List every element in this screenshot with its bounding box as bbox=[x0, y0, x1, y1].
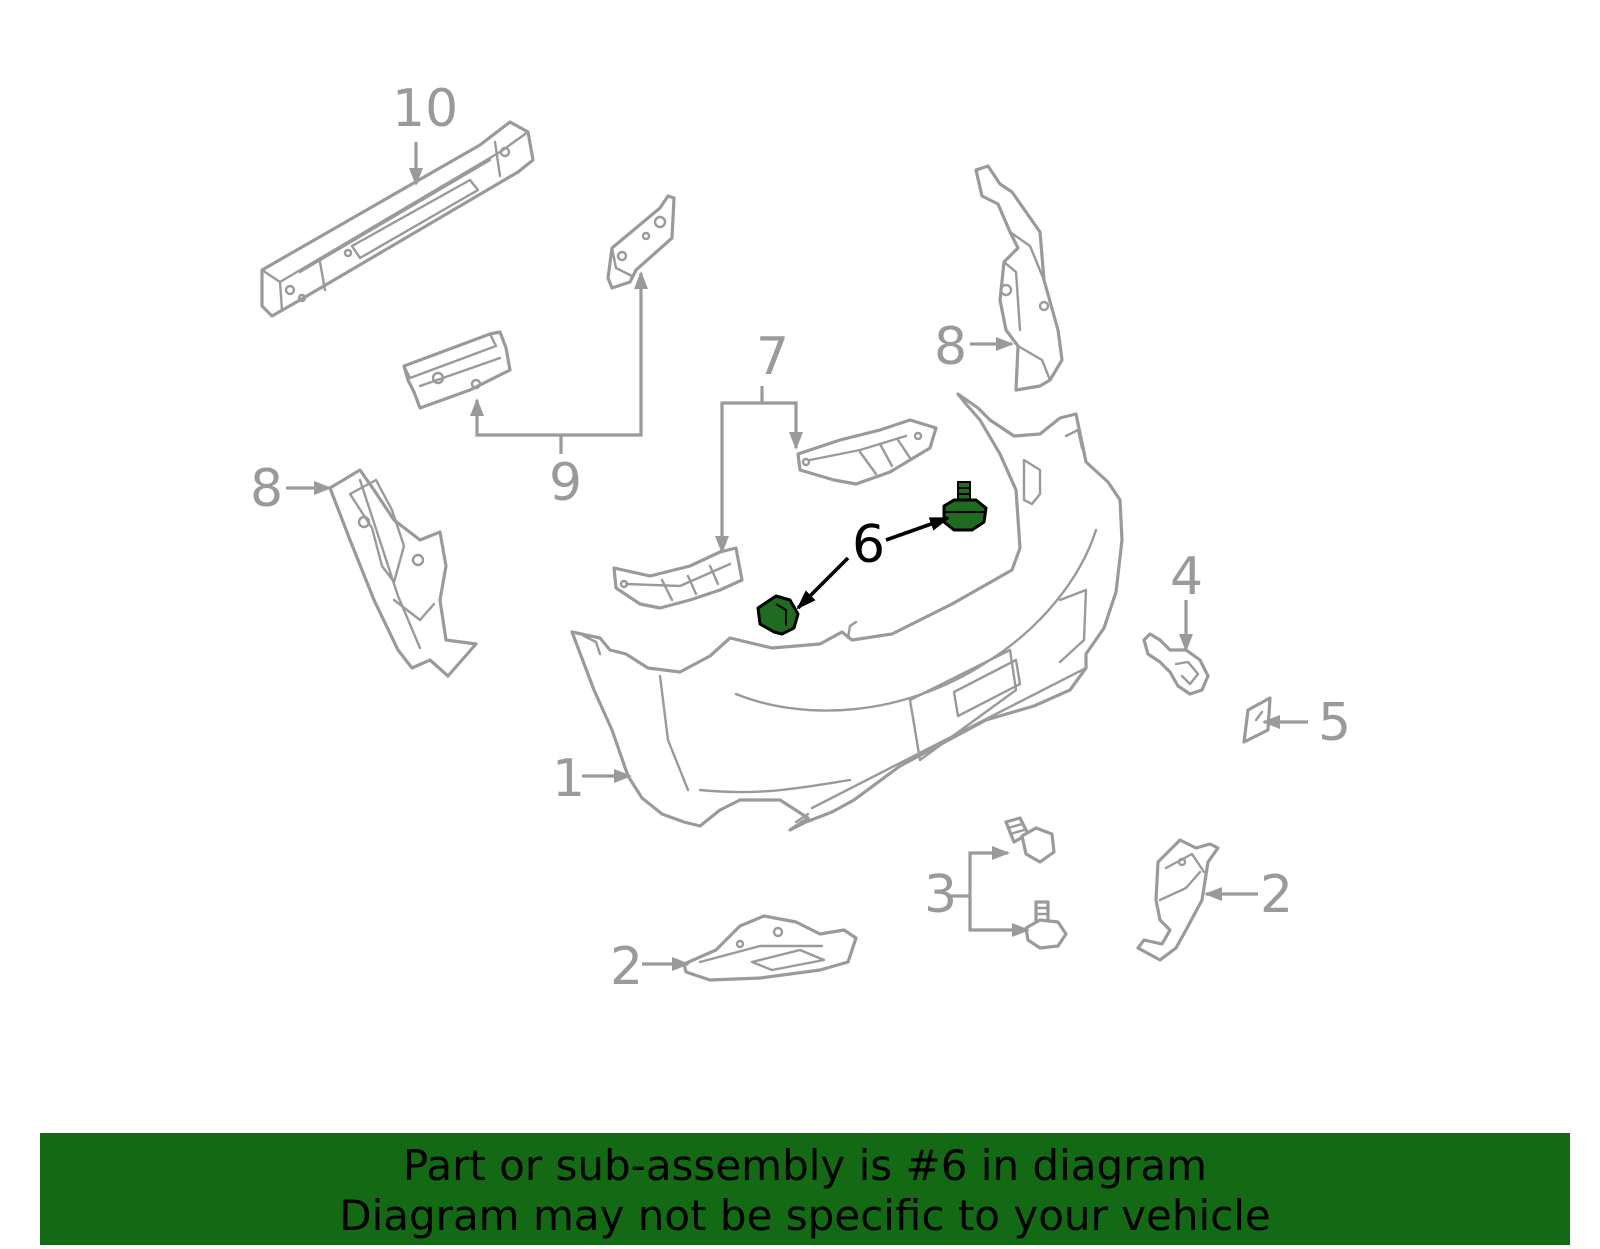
callout-1: 1 bbox=[552, 749, 585, 809]
bolt-part-highlighted bbox=[942, 481, 988, 532]
bracket-lower-part bbox=[402, 330, 512, 410]
info-banner: Part or sub-assembly is #6 in diagram Di… bbox=[40, 1133, 1570, 1245]
bracket-upper-part bbox=[606, 194, 676, 290]
side-bracket-left-part bbox=[328, 468, 478, 678]
bolt-upper-part bbox=[1004, 816, 1056, 864]
callout-4: 4 bbox=[1170, 547, 1203, 607]
callout-6: 6 bbox=[852, 515, 885, 575]
support-right-part bbox=[1136, 838, 1220, 962]
banner-line-disclaimer: Diagram may not be specific to your vehi… bbox=[339, 1191, 1271, 1240]
clip-small-part bbox=[1242, 696, 1272, 744]
leader-lines bbox=[286, 142, 1308, 971]
callout-8-left: 8 bbox=[250, 459, 283, 519]
bolt-lower-part bbox=[1024, 900, 1068, 950]
banner-line-part-number: Part or sub-assembly is #6 in diagram bbox=[402, 1141, 1208, 1190]
clip-part-highlighted bbox=[756, 594, 800, 636]
side-bracket-right-part bbox=[974, 164, 1064, 392]
callout-9: 9 bbox=[549, 453, 582, 513]
bumper-bracket-lower-part bbox=[612, 546, 744, 610]
support-lower-part bbox=[682, 914, 858, 982]
callout-8-right: 8 bbox=[934, 317, 967, 377]
callout-2-right: 2 bbox=[1260, 865, 1293, 925]
callout-2-lower: 2 bbox=[610, 937, 643, 997]
callout-5: 5 bbox=[1318, 693, 1351, 753]
hook-part bbox=[1142, 632, 1210, 696]
callout-10: 10 bbox=[392, 79, 458, 139]
callout-7: 7 bbox=[756, 327, 789, 387]
bumper-cover-part bbox=[570, 392, 1124, 832]
reinforcement-beam-part bbox=[260, 120, 535, 318]
bumper-bracket-upper-part bbox=[796, 418, 938, 486]
callout-3: 3 bbox=[924, 865, 957, 925]
